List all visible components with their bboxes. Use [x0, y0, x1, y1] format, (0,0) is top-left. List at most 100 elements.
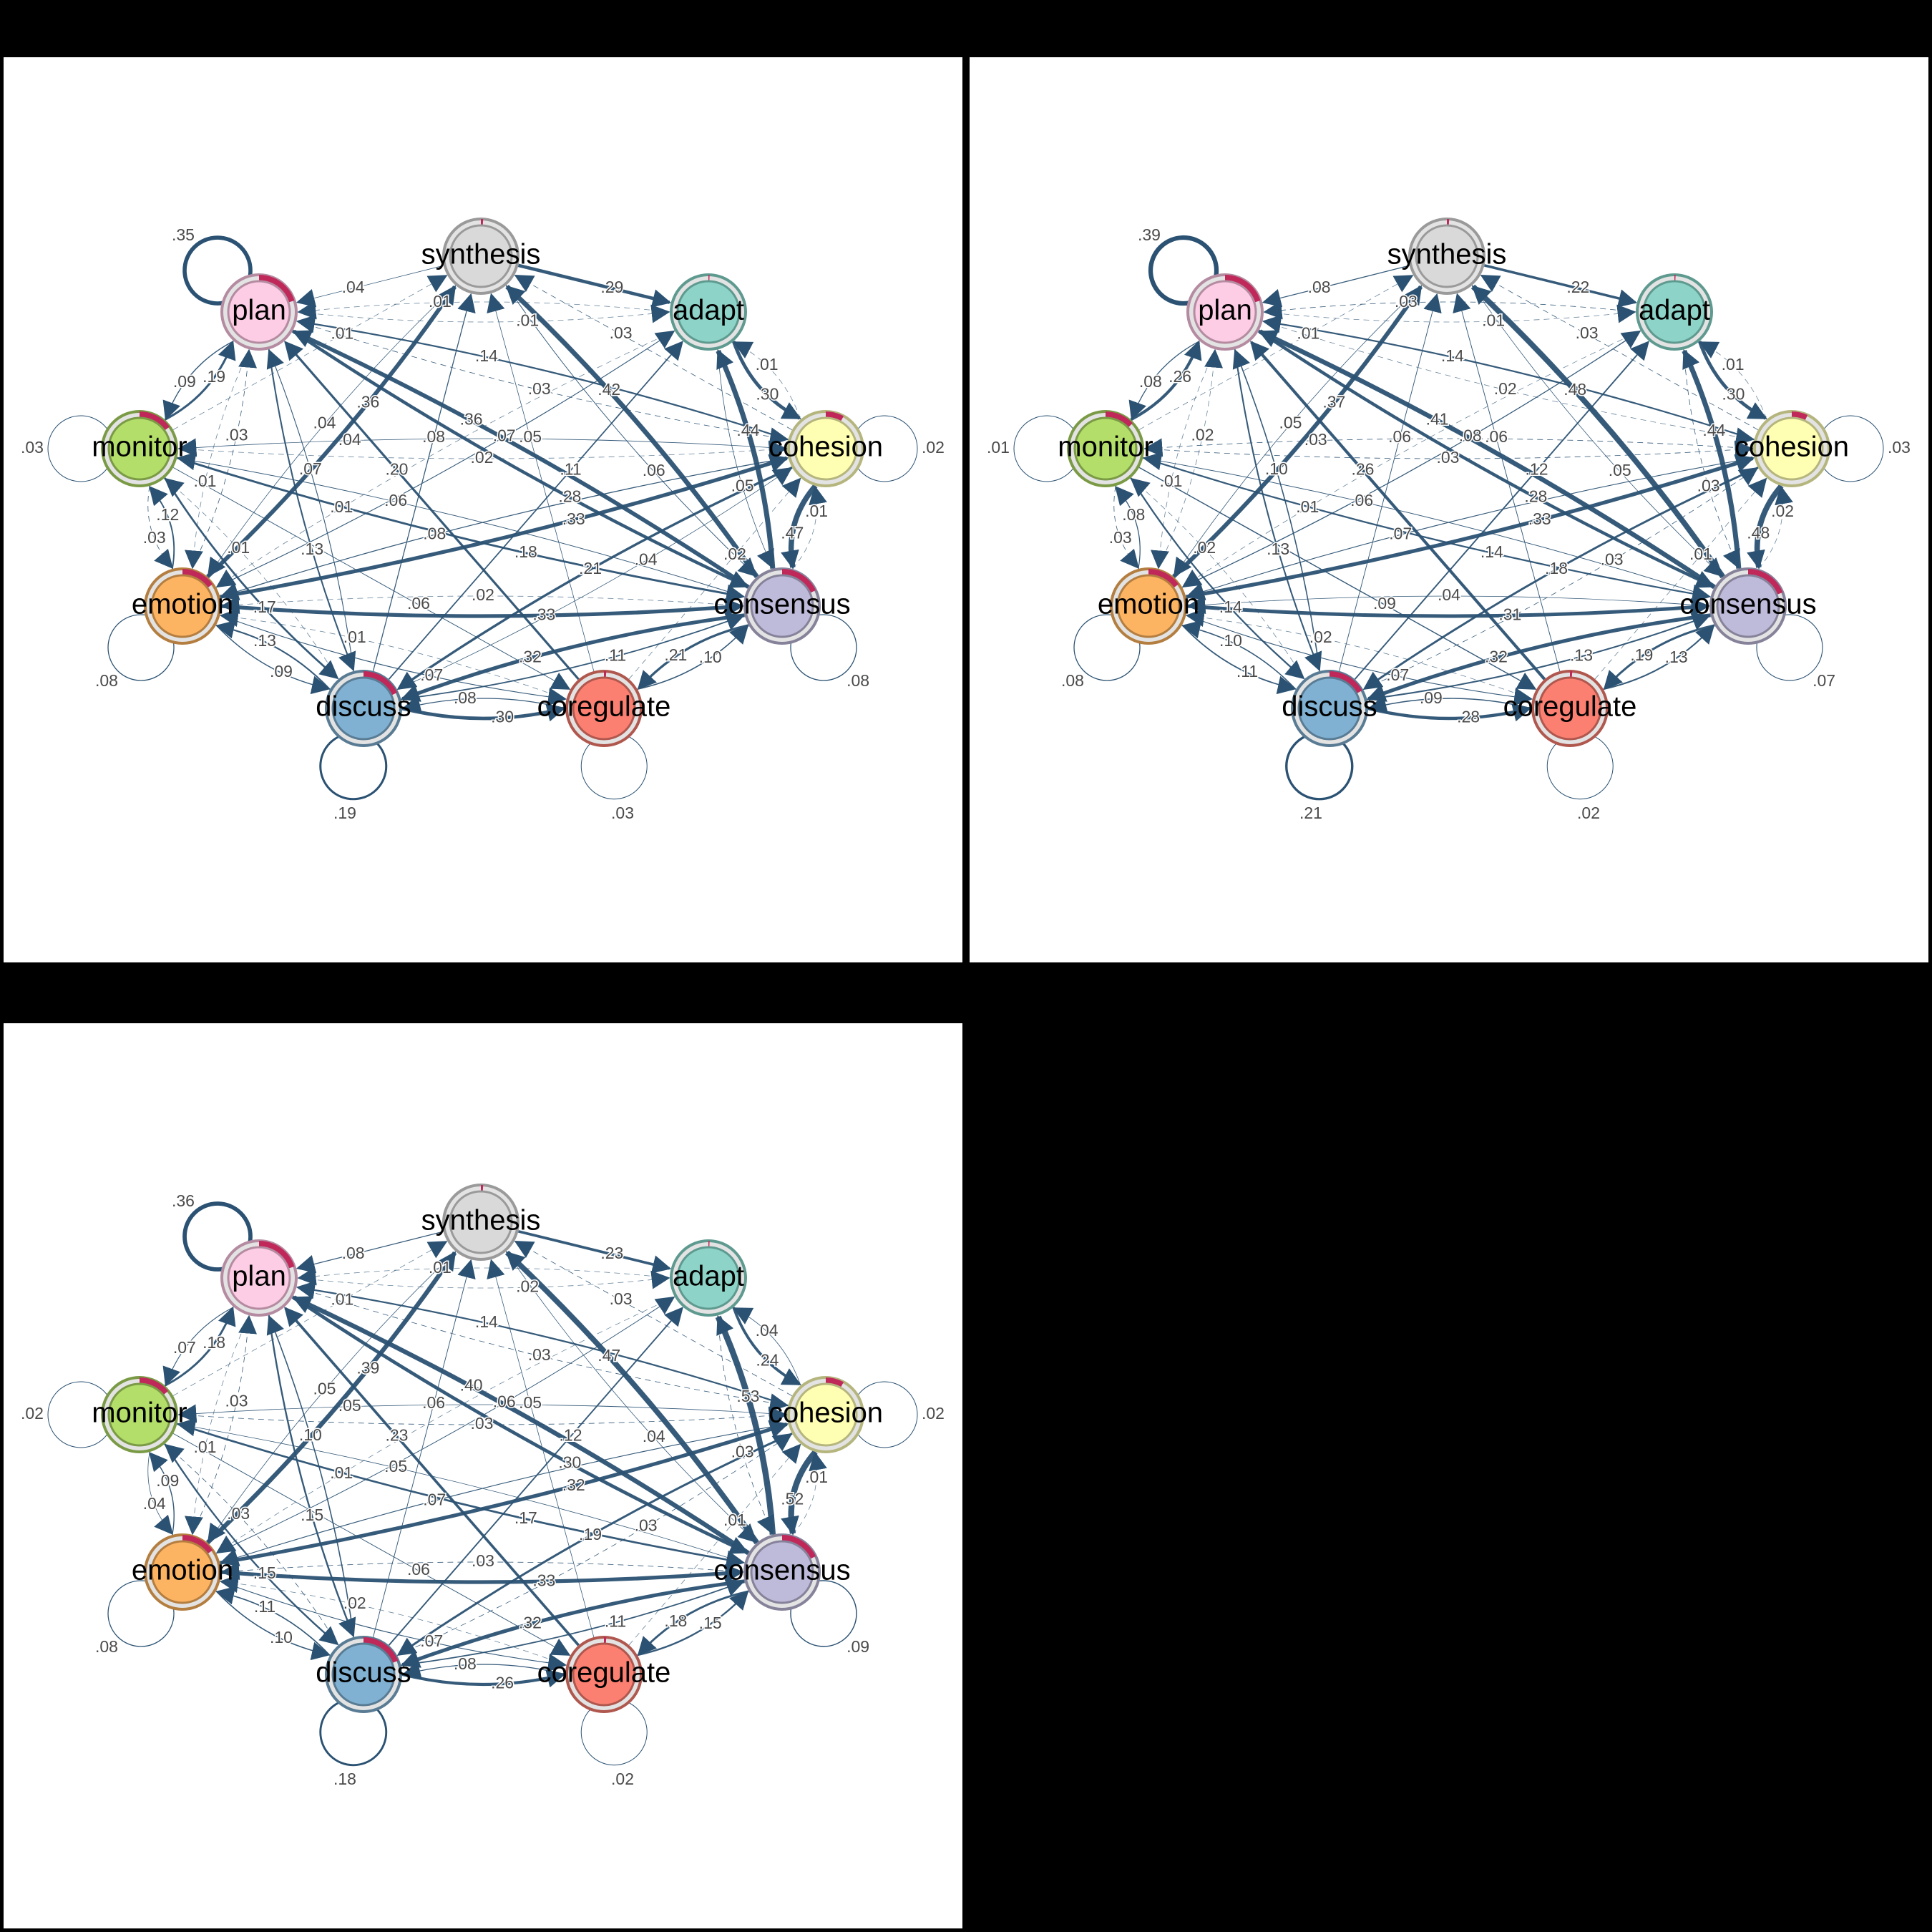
node-adapt[interactable]: adapt: [670, 273, 747, 351]
edge-weight-label-consensus-to-coregulate: .18: [664, 1611, 687, 1630]
self-loop-emotion: [107, 1580, 175, 1647]
node-coregulate[interactable]: coregulate: [537, 670, 671, 800]
edge-monitor-to-consensus: [1143, 457, 1712, 603]
node-monitor[interactable]: monitor: [47, 410, 187, 487]
node-coregulate[interactable]: coregulate: [537, 1636, 671, 1766]
node-pie-arc: [1747, 569, 1783, 595]
node-monitor[interactable]: monitor: [47, 1376, 187, 1453]
node-consensus[interactable]: consensus: [1679, 567, 1823, 681]
edge-coregulate-to-consensus: [1603, 624, 1715, 691]
edge-monitor-to-emotion: [147, 486, 173, 569]
edge-weight-label-monitor-to-consensus: .14: [1480, 542, 1503, 561]
edge-labels: .39.01.03.08.07.21.02.48.48.44.41.37.33.…: [986, 225, 1912, 824]
edge-weight-label-emotion-to-plan: .03: [225, 1391, 248, 1410]
node-cohesion[interactable]: cohesion: [769, 1376, 918, 1453]
edge-synthesis-to-plan: [296, 1231, 444, 1274]
self-loop-label-cohesion: .02: [922, 1404, 945, 1423]
node-consensus[interactable]: consensus: [713, 567, 857, 681]
edge-synthesis-to-adapt: [1484, 264, 1638, 308]
edge-weight-label-coregulate-to-synthesis: .06: [1485, 427, 1508, 446]
edge-emotion-to-discuss: [215, 625, 331, 695]
node-fill: [331, 676, 396, 741]
edge-weight-label-monitor-to-coregulate: .06: [407, 594, 430, 613]
edge-adapt-to-consensus: [717, 349, 774, 570]
edge-weight-label-cohesion-to-emotion: .08: [423, 524, 446, 542]
edge-emotion-to-monitor: [149, 486, 175, 570]
edge-consensus-to-cohesion: [1758, 485, 1793, 570]
self-loop-label-plan: .39: [1138, 225, 1161, 244]
node-plan[interactable]: plan: [1148, 235, 1264, 351]
edge-discuss-to-adapt: [1354, 341, 1649, 680]
edge-discuss-to-synthesis: [372, 293, 476, 671]
node-label: emotion: [132, 589, 233, 620]
node-fill: [107, 416, 172, 481]
edge-weight-label-synthesis-to-emotion: .05: [1279, 414, 1302, 432]
edge-weight-label-coregulate-to-discuss: .09: [1420, 688, 1443, 707]
node-monitor[interactable]: monitor: [1013, 410, 1153, 487]
edge-weight-label-discuss-to-cohesion: .04: [635, 550, 658, 568]
edge-weight-label-emotion-to-coregulate: .07: [1386, 665, 1409, 684]
edge-weight-label-monitor-to-discuss: .15: [253, 1563, 276, 1582]
edge-weight-label-plan-to-cohesion: .03: [528, 1345, 551, 1364]
edge-labels: .36.02.02.08.09.18.02.53.52.47.40.39.33.…: [20, 1191, 946, 1790]
edge-weight-label-adapt-to-plan: .03: [1395, 292, 1418, 311]
edge-coregulate-to-plan: [1250, 341, 1546, 680]
edge-weight-label-monitor-to-discuss: .17: [253, 597, 276, 616]
edge-plan-to-emotion: [184, 349, 250, 570]
node-emotion[interactable]: emotion: [107, 567, 233, 681]
node-plan[interactable]: plan: [182, 235, 298, 351]
node-adapt[interactable]: adapt: [670, 1239, 747, 1317]
edge-weight-label-cohesion-to-emotion: .07: [1389, 524, 1412, 542]
edge-coregulate-to-synthesis: [487, 293, 595, 672]
edge-weight-label-cohesion-to-emotion: .07: [423, 1490, 446, 1508]
node-label: adapt: [673, 295, 744, 326]
edge-emotion-to-consensus: [220, 597, 744, 618]
node-pie-arc: [1224, 275, 1261, 303]
node-adapt[interactable]: adapt: [1636, 273, 1713, 351]
edge-weight-label-consensus-to-cohesion: .01: [805, 1468, 828, 1486]
edge-weight-label-coregulate-to-consensus: .15: [699, 1614, 722, 1632]
edge-coregulate-to-consensus: [637, 1590, 749, 1657]
node-synthesis[interactable]: synthesis: [1387, 218, 1507, 295]
edge-adapt-to-consensus: [1683, 349, 1740, 570]
edge-cohesion-to-plan: [1262, 314, 1755, 441]
node-consensus[interactable]: consensus: [713, 1533, 857, 1647]
node-pie-arc: [1329, 671, 1362, 694]
edge-weight-label-plan-to-discuss: .13: [301, 540, 323, 558]
node-emotion[interactable]: emotion: [1073, 567, 1199, 681]
self-loop-emotion: [107, 614, 175, 681]
node-coregulate[interactable]: coregulate: [1503, 670, 1637, 800]
edge-weight-label-monitor-to-plan: .19: [203, 367, 225, 386]
node-fill: [1642, 280, 1707, 344]
edge-coregulate-to-cohesion: [628, 477, 801, 680]
edge-weight-label-synthesis-to-emotion: .05: [313, 1380, 336, 1398]
node-fill: [750, 574, 814, 638]
node-label: cohesion: [769, 431, 883, 463]
node-label: synthesis: [421, 239, 541, 270]
node-discuss[interactable]: discuss: [316, 670, 411, 801]
edge-weight-label-cohesion-to-monitor: .05: [338, 1396, 361, 1415]
node-synthesis[interactable]: synthesis: [421, 1184, 541, 1261]
node-discuss[interactable]: discuss: [1282, 670, 1377, 801]
edge-weight-label-coregulate-to-emotion: .02: [1309, 628, 1332, 646]
node-plan[interactable]: plan: [182, 1201, 298, 1317]
node-cohesion[interactable]: cohesion: [1735, 410, 1884, 487]
node-cohesion[interactable]: cohesion: [769, 410, 918, 487]
node-fill: [794, 416, 858, 481]
edge-weight-label-adapt-to-emotion: .01: [330, 497, 353, 516]
node-discuss[interactable]: discuss: [316, 1636, 411, 1767]
node-emotion[interactable]: emotion: [107, 1533, 233, 1647]
edge-weight-label-cohesion-to-adapt: .04: [756, 1321, 779, 1340]
self-loop-plan: [182, 235, 253, 306]
edge-weight-label-cohesion-to-synthesis: .03: [610, 323, 633, 342]
edge-weight-label-monitor-to-consensus: .17: [514, 1508, 537, 1527]
node-label: plan: [232, 295, 286, 326]
edge-weight-label-synthesis-to-plan: .08: [342, 1244, 365, 1262]
node-synthesis[interactable]: synthesis: [421, 218, 541, 295]
edge-weight-label-discuss-to-synthesis: .06: [1388, 427, 1411, 446]
edge-weight-label-discuss-to-coregulate: .28: [1457, 707, 1480, 726]
edge-monitor-to-consensus: [177, 457, 746, 603]
edge-weight-label-monitor-to-discuss: .14: [1219, 597, 1242, 616]
edge-discuss-to-coregulate: [1367, 703, 1532, 722]
edge-discuss-to-cohesion: [1362, 467, 1759, 690]
